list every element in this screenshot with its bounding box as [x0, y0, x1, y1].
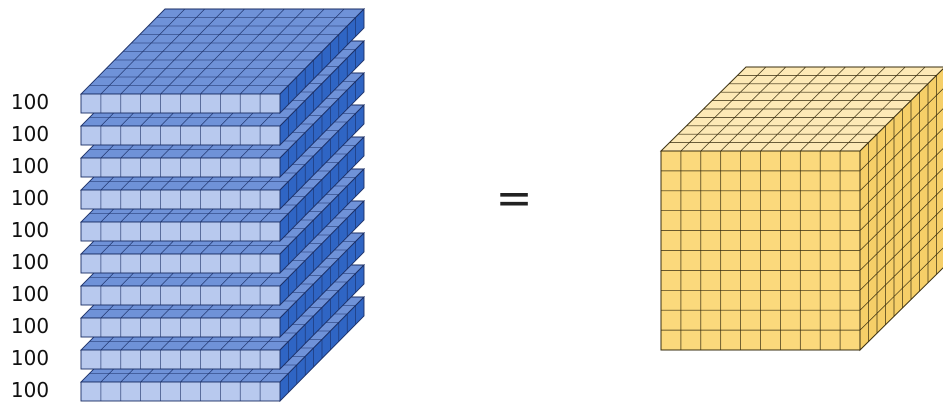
hundred-flats-stack	[79, 7, 366, 403]
flat-label: 100	[11, 378, 49, 402]
flat-label: 100	[11, 186, 49, 210]
flat-label: 100	[11, 250, 49, 274]
flat-label: 100	[11, 90, 49, 114]
thousand-cube	[659, 66, 943, 352]
flat-label: 100	[11, 346, 49, 370]
flat-label: 100	[11, 282, 49, 306]
flat-label: 100	[11, 122, 49, 146]
flat-labels: 100 100 100 100 100 100 100 100 100 100	[11, 90, 49, 402]
flat-label: 100	[11, 314, 49, 338]
flat-label: 100	[11, 154, 49, 178]
equals-sign: =	[496, 173, 533, 224]
flat-label: 100	[11, 218, 49, 242]
hundred-flat	[79, 7, 366, 115]
